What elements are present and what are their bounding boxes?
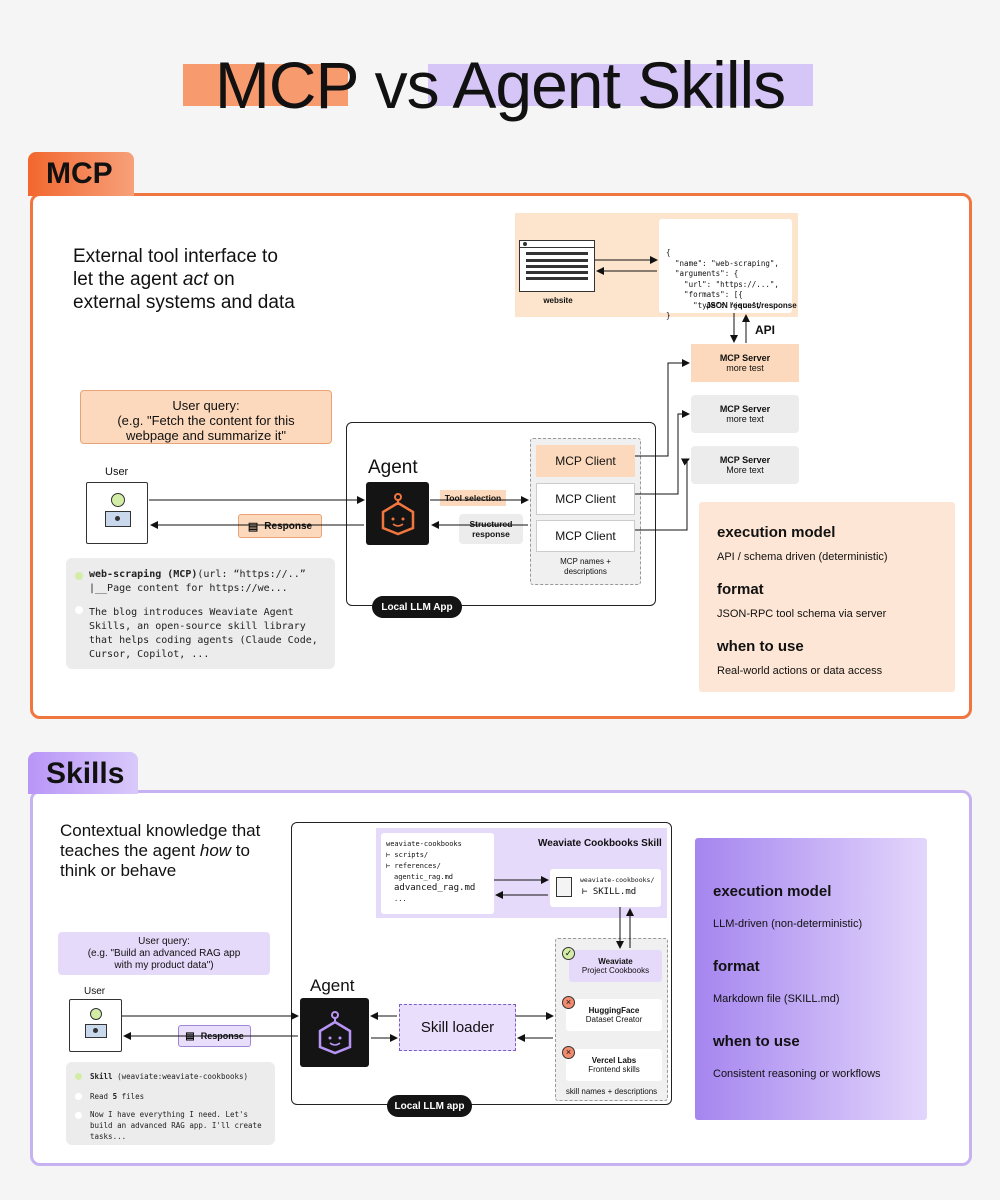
mcp-user-label: User bbox=[105, 466, 129, 478]
skills-info-heading-2: format bbox=[713, 958, 760, 975]
skills-response-chip: ▤Response bbox=[178, 1025, 251, 1047]
check-icon: ✓ bbox=[562, 947, 575, 960]
skills-local-app-label: Local LLM app bbox=[387, 1095, 472, 1117]
skills-log-line-1: Skill (weaviate:weaviate-cookbooks) bbox=[90, 1072, 249, 1081]
skills-log-line-2: Read 5 files bbox=[90, 1092, 145, 1101]
mcp-info-heading-2: format bbox=[717, 581, 764, 598]
skills-info-text-3: Consistent reasoning or workflows bbox=[713, 1068, 881, 1080]
mcp-client-2: MCP Client bbox=[536, 483, 635, 515]
skill-item-huggingface: HuggingFace Dataset Creator bbox=[566, 999, 662, 1031]
skills-info-text-1: LLM-driven (non-deterministic) bbox=[713, 918, 863, 930]
skills-user-query: User query: (e.g. "Build an advanced RAG… bbox=[58, 932, 270, 975]
mcp-user-query: User query: (e.g. "Fetch the content for… bbox=[80, 390, 332, 444]
skills-tab: Skills bbox=[28, 752, 138, 794]
success-dot bbox=[75, 572, 83, 580]
mcp-client-3: MCP Client bbox=[536, 520, 635, 552]
skills-info-heading-3: when to use bbox=[713, 1033, 800, 1050]
skill-title: Weaviate Cookbooks Skill bbox=[538, 838, 662, 849]
title-skills: Agent Skills bbox=[452, 48, 786, 122]
title-highlight-mcp bbox=[183, 64, 348, 106]
skills-description: Contextual knowledge that teaches the ag… bbox=[60, 821, 261, 880]
skills-agent-label: Agent bbox=[310, 976, 355, 995]
info-dot bbox=[75, 1112, 82, 1119]
skills-user-icon bbox=[69, 999, 122, 1052]
document-icon: ▤ bbox=[247, 520, 259, 533]
info-dot bbox=[75, 606, 83, 614]
skills-info-text-2: Markdown file (SKILL.md) bbox=[713, 993, 840, 1005]
mcp-agent-label: Agent bbox=[368, 457, 418, 478]
website-label: website bbox=[543, 296, 573, 305]
mcp-user-icon bbox=[86, 482, 148, 544]
skills-agent-icon bbox=[300, 998, 369, 1067]
mcp-response-chip: ▤Response bbox=[238, 514, 322, 538]
title-vs: vs bbox=[374, 48, 440, 122]
tool-selection-label: Tool selection bbox=[440, 490, 506, 506]
json-label: JSON request/response bbox=[706, 301, 797, 310]
skill-loader: Skill loader bbox=[399, 1004, 516, 1051]
mcp-server-2: MCP Server more text bbox=[691, 395, 799, 433]
mcp-local-app-label: Local LLM App bbox=[372, 596, 462, 618]
skills-local-app-frame bbox=[291, 822, 672, 1105]
skill-item-vercel: Vercel Labs Frontend skills bbox=[566, 1049, 662, 1081]
skills-info-heading-1: execution model bbox=[713, 883, 832, 900]
title-mcp: MCP bbox=[214, 48, 358, 122]
json-code: { "name": "web-scraping", "arguments": {… bbox=[666, 248, 779, 320]
website-icon bbox=[519, 240, 595, 292]
mcp-info-text-2: JSON-RPC tool schema via server bbox=[717, 608, 887, 620]
x-icon: × bbox=[562, 1046, 575, 1059]
mcp-log-line-2: |__Page content for https://we... bbox=[89, 583, 288, 594]
mcp-info-heading-1: execution model bbox=[717, 524, 836, 541]
skill-tree-panel bbox=[381, 833, 494, 914]
skills-log-panel bbox=[66, 1062, 275, 1145]
mcp-info-text-1: API / schema driven (deterministic) bbox=[717, 551, 888, 563]
mcp-tab: MCP bbox=[28, 152, 134, 196]
mcp-client-caption: MCP names +descriptions bbox=[560, 557, 611, 576]
mcp-agent-icon bbox=[366, 482, 429, 545]
skills-user-label: User bbox=[84, 986, 106, 997]
skill-item-weaviate: Weaviate Project Cookbooks bbox=[569, 950, 662, 982]
api-label: API bbox=[755, 323, 776, 337]
skills-list-caption: skill names + descriptions bbox=[565, 1087, 658, 1096]
skill-tree: weaviate-cookbooks ⊢ scripts/ ⊢ referenc… bbox=[386, 840, 476, 903]
json-block bbox=[659, 219, 792, 313]
title-highlight-skills bbox=[428, 64, 813, 106]
mcp-log-panel bbox=[66, 558, 335, 669]
mcp-description: External tool interface to let the agent… bbox=[73, 246, 295, 313]
success-dot bbox=[75, 1073, 82, 1080]
mcp-log-line-1: web-scraping (MCP)(url: “https://..” bbox=[89, 569, 306, 580]
mcp-info-heading-3: when to use bbox=[717, 638, 804, 655]
mcp-info-text-3: Real-world actions or data access bbox=[717, 665, 883, 677]
mcp-server-3: MCP Server More text bbox=[691, 446, 799, 484]
info-dot bbox=[75, 1093, 82, 1100]
skill-md-file: weaviate-cookbooks/ ⊢ SKILL.md bbox=[550, 869, 661, 907]
file-icon bbox=[556, 877, 572, 897]
page-title: MCP vs Agent Skills bbox=[0, 40, 1000, 130]
document-icon: ▤ bbox=[185, 1030, 195, 1042]
mcp-client-1: MCP Client bbox=[536, 445, 635, 477]
skills-info-card: execution model LLM-driven (non-determin… bbox=[695, 838, 927, 1120]
mcp-server-1: MCP Server more test bbox=[691, 344, 799, 382]
mcp-info-card: execution model API / schema driven (det… bbox=[699, 502, 955, 692]
x-icon: × bbox=[562, 996, 575, 1009]
